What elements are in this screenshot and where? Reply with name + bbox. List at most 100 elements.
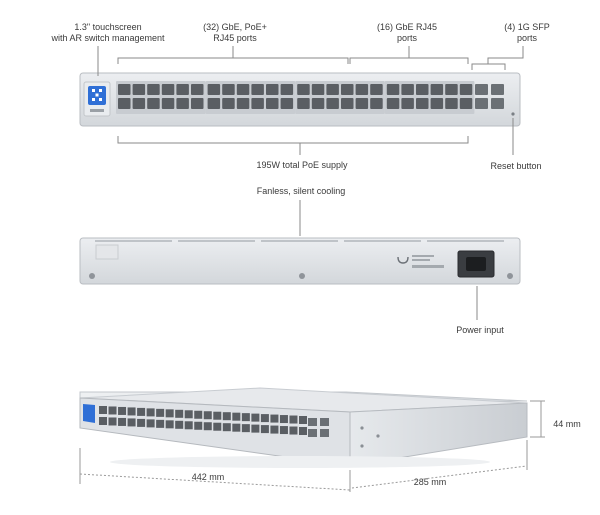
reset-button-callout: Reset button (490, 161, 542, 171)
rj45-port-3d (165, 409, 174, 418)
rj45-port-3d (108, 406, 117, 415)
width-dimension-label: 442 mm (191, 472, 225, 482)
rj45-port-3d (146, 408, 155, 417)
certification-marks (412, 255, 444, 268)
reset-button[interactable] (511, 112, 515, 116)
rj45-port (176, 98, 189, 109)
rj45-port (326, 98, 339, 109)
logo-icon (397, 256, 409, 264)
rj45-port-3d (127, 418, 136, 427)
rj45-port-3d (99, 406, 107, 414)
rj45-port-3d (118, 406, 127, 415)
rj45-port (191, 84, 204, 95)
rj45-port (222, 98, 235, 109)
rj45-port-3d (260, 414, 269, 423)
rj45-port (132, 98, 146, 109)
rj45-port (430, 84, 444, 95)
rj45-port (147, 98, 160, 109)
height-dimension-label: 44 mm (553, 419, 581, 429)
rj45-port-3d (146, 419, 155, 428)
sfp-port (491, 98, 504, 109)
front-port-array (116, 81, 475, 114)
rj45-port (161, 98, 175, 109)
rj45-port-3d (99, 417, 107, 425)
rj45-port-3d (222, 423, 231, 432)
rj45-port (326, 84, 339, 95)
rj45-port-3d (175, 409, 184, 418)
rj45-port (445, 98, 458, 109)
rj45-port-3d (137, 407, 146, 416)
rj45-port (386, 98, 400, 109)
rj45-port-3d (251, 413, 260, 422)
rj45-port-3d (184, 410, 193, 419)
rj45-port-3d (241, 424, 250, 433)
rj45-port (118, 84, 131, 95)
front-view (79, 72, 521, 127)
rj45-port (430, 98, 444, 109)
rj45-port (386, 84, 400, 95)
rj45-port (311, 98, 325, 109)
rj45-port (401, 98, 414, 109)
power-input-callout: Power input (456, 325, 504, 335)
rj45-port (266, 98, 279, 109)
rj45-port-3d (203, 411, 212, 420)
rj45-port-3d (289, 415, 298, 424)
rj45-port (251, 98, 264, 109)
rj45-port-3d (270, 414, 279, 423)
rj45-port (416, 98, 429, 109)
rj45-port-3d (108, 417, 117, 426)
poe-supply-callout: 195W total PoE supply (256, 160, 348, 170)
front-callout-lines (97, 46, 524, 155)
depth-dimension-label: 285 mm (413, 477, 447, 487)
rj45-port (161, 84, 175, 95)
regulatory-label (95, 244, 119, 260)
rj45-port (355, 84, 369, 95)
rj45-port-3d (203, 422, 212, 431)
rj45-port-3d (194, 421, 203, 430)
rj45-port (132, 84, 146, 95)
rj45-port-3d (184, 421, 193, 430)
touchscreen-callout: 1.3" touchscreen with AR switch manageme… (51, 22, 165, 43)
rj45-port (222, 84, 235, 95)
rj45-port-3d (165, 420, 174, 429)
rj45-port (341, 98, 354, 109)
rj45-port (251, 84, 264, 95)
rj45-port-3d (127, 407, 136, 416)
rj45-port-3d (232, 423, 241, 432)
rj45-port (207, 98, 221, 109)
rj45-port-3d (299, 427, 307, 435)
rj45-port-3d (299, 416, 307, 424)
rj45-port-3d (213, 411, 222, 420)
rj45-port (459, 98, 473, 109)
sfp-ports-callout: (4) 1G SFP ports (504, 22, 550, 43)
rear-view (79, 237, 521, 285)
rj45-port-3d (232, 412, 241, 421)
rj45-port (297, 98, 310, 109)
rj45-port-3d (251, 424, 260, 433)
rj45-port (280, 84, 294, 95)
side-screws (360, 426, 380, 448)
rj45-port-3d (175, 420, 184, 429)
rj45-port (355, 98, 369, 109)
rj45-port (207, 84, 221, 95)
rear-chassis (79, 237, 521, 285)
sfp-port (491, 84, 504, 95)
rj45-port (236, 98, 250, 109)
drop-shadow (110, 456, 490, 468)
rj45-port (280, 98, 294, 109)
rj45-port (401, 84, 414, 95)
rj45-port (297, 84, 310, 95)
dimension-lines (79, 400, 545, 492)
rj45-port-3d (289, 426, 298, 435)
rj45-port-3d (222, 412, 231, 421)
rj45-port (459, 84, 473, 95)
rj45-port (370, 84, 383, 95)
rj45-port (266, 84, 279, 95)
poe-ports-callout: (32) GbE, PoE+ RJ45 ports (203, 22, 267, 43)
rj45-port-3d (241, 413, 250, 422)
rj45-port-3d (118, 417, 127, 426)
sfp-port-3d (308, 418, 317, 426)
rj45-port-3d (270, 425, 279, 434)
rj45-port-3d (213, 422, 222, 431)
